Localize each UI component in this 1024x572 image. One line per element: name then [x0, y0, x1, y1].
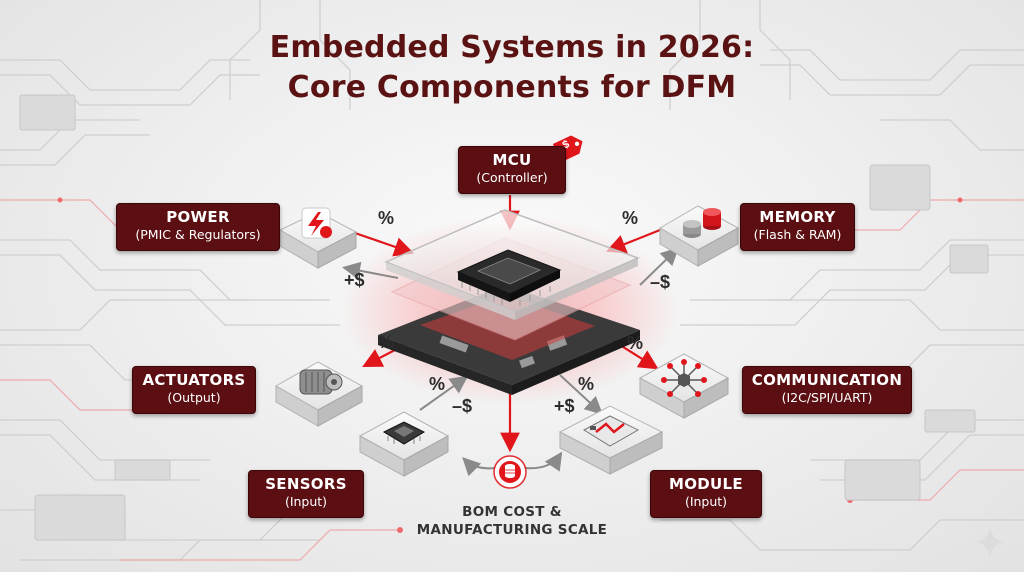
bom-line-1: BOM COST &: [462, 504, 562, 520]
communication-subtitle: (I2C/SPI/UART): [781, 390, 873, 405]
sensor-chip-icon: [382, 421, 426, 445]
percent-actuators: %: [378, 332, 395, 352]
cost-plus-power: +$: [344, 270, 365, 290]
page-title: Embedded Systems in 2026: Core Component…: [0, 28, 1024, 108]
percent-memory: %: [622, 208, 639, 228]
percent-communication: %: [627, 333, 644, 353]
title-line-2: Core Components for DFM: [287, 70, 737, 105]
power-tile: [278, 207, 358, 269]
percent-module: %: [578, 374, 595, 394]
power-bolt-icon: [301, 207, 332, 239]
mcu-subtitle: (Controller): [476, 170, 548, 185]
memory-stack-icon: [683, 208, 721, 238]
bom-line-2: MANUFACTURING SCALE: [416, 522, 608, 538]
arrow-memory-out: [639, 247, 679, 286]
label-communication: COMMUNICATION (I2C/SPI/UART): [742, 366, 912, 414]
cost-plus-module: +$: [554, 396, 575, 416]
cost-minus-sensors: –$: [452, 396, 473, 416]
label-actuators: ACTUATORS (Output): [132, 366, 256, 414]
power-subtitle: (PMIC & Regulators): [135, 227, 261, 242]
sensors-subtitle: (Input): [284, 494, 328, 509]
actuators-tile: [274, 361, 364, 427]
coin-stack-icon: [493, 455, 527, 489]
module-tile: [558, 405, 664, 475]
label-power: POWER (PMIC & Regulators): [116, 203, 280, 251]
memory-tile: [659, 205, 740, 267]
arrow-power-out: [342, 261, 399, 280]
memory-title: MEMORY: [759, 208, 836, 226]
central-board: [378, 209, 641, 395]
bom-caption: BOM COST & MANUFACTURING SCALE: [392, 503, 632, 539]
communication-tile: [638, 353, 730, 419]
module-title: MODULE: [669, 475, 743, 493]
arrow-module-out: [559, 374, 603, 415]
label-memory: MEMORY (Flash & RAM): [740, 203, 855, 251]
network-cube-icon: [661, 359, 707, 397]
mcu-title: MCU: [492, 151, 532, 169]
actuators-subtitle: (Output): [167, 390, 221, 405]
motor-icon: [299, 369, 343, 395]
communication-title: COMMUNICATION: [751, 371, 903, 389]
percent-sensors: %: [429, 374, 446, 394]
sparkle-icon: [976, 526, 1004, 558]
arrow-power: [351, 230, 415, 257]
arrow-bom-right: [523, 451, 563, 472]
gray-arrows: [342, 247, 679, 477]
module-board-icon: [582, 415, 640, 447]
cost-minus-memory: –$: [650, 272, 671, 292]
arrow-sensors-out: [419, 375, 469, 411]
sensors-title: SENSORS: [265, 475, 347, 493]
label-module: MODULE (Input): [650, 470, 762, 518]
power-title: POWER: [166, 208, 230, 226]
module-subtitle: (Input): [684, 494, 728, 509]
arrow-bom-left: [462, 457, 497, 477]
memory-subtitle: (Flash & RAM): [753, 227, 842, 242]
arrow-memory: [605, 226, 666, 254]
title-line-1: Embedded Systems in 2026:: [269, 30, 755, 65]
label-sensors: SENSORS (Input): [248, 470, 364, 518]
label-mcu: MCU (Controller): [458, 146, 566, 194]
actuators-title: ACTUATORS: [142, 371, 246, 389]
percent-power: %: [378, 208, 395, 228]
sensors-tile: [358, 411, 450, 477]
